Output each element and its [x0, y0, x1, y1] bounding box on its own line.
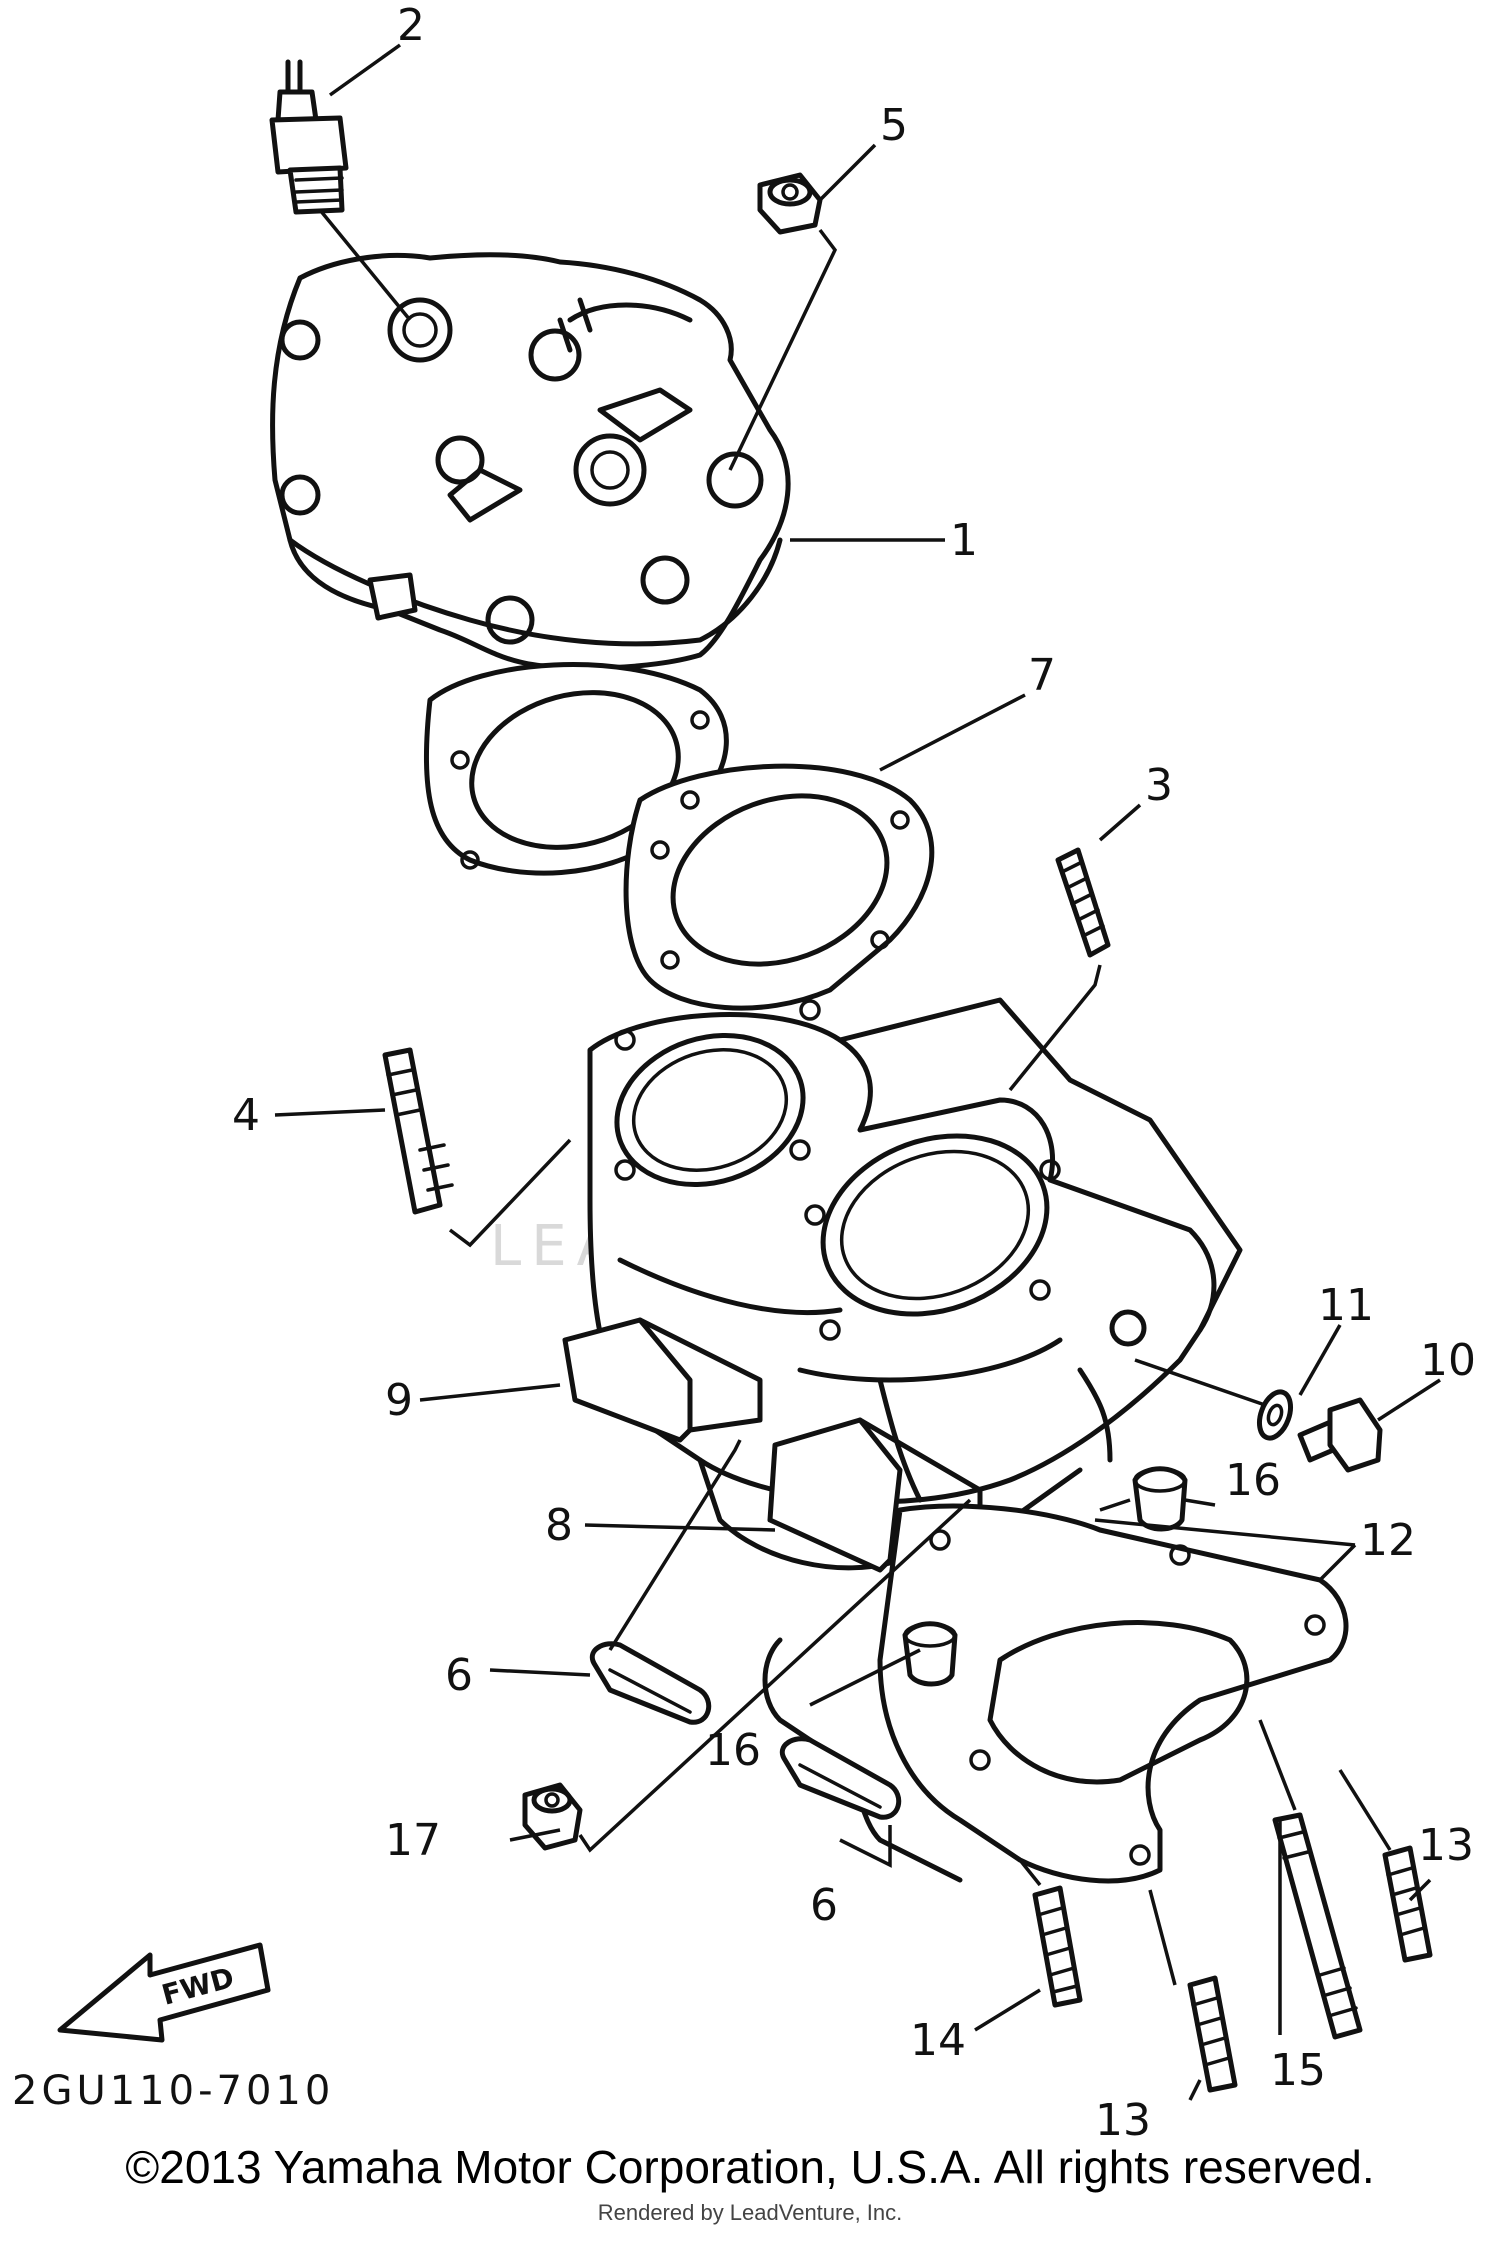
- callout-15: 15: [1270, 2045, 1326, 2096]
- callout-11: 11: [1318, 1280, 1374, 1331]
- callout-2: 2: [397, 0, 425, 51]
- cylinder-base-gasket: [877, 1503, 1349, 1884]
- cylinder-head: [270, 252, 791, 671]
- callout-12: 12: [1360, 1515, 1416, 1566]
- callout-17: 17: [385, 1815, 441, 1866]
- callout-5: 5: [880, 100, 908, 151]
- cylinder-head-gasket: [423, 662, 935, 1011]
- callout-6-upper: 6: [445, 1650, 473, 1701]
- callout-13-lower: 13: [1095, 2095, 1151, 2146]
- callout-16-upper: 16: [1225, 1455, 1281, 1506]
- spark-plug: [269, 59, 349, 215]
- callout-3: 3: [1145, 760, 1173, 811]
- dowel-pin-upper: [1132, 1466, 1188, 1532]
- callout-16-lower: 16: [705, 1725, 761, 1776]
- cylinder-block: [587, 997, 1243, 1571]
- callout-6-lower: 6: [810, 1880, 838, 1931]
- callout-numbers: 2 5 1 7 3 4 11 10 9 16 8 12 6 16 17 13 6…: [232, 0, 1476, 2146]
- callout-4: 4: [232, 1090, 260, 1141]
- stud-bolt-13-lower: [1187, 1975, 1238, 2093]
- cylinder-nut: [522, 1782, 583, 1851]
- port-plate-lower: [780, 1736, 902, 1820]
- stud-bolt-15: [1272, 1812, 1363, 2040]
- port-plate-upper: [590, 1641, 712, 1725]
- stud-bolt-13-right: [1382, 1845, 1433, 1963]
- callout-9: 9: [385, 1375, 413, 1426]
- leader-lines: [274, 43, 1441, 2101]
- dowel-pin-lower: [902, 1621, 958, 1687]
- stud-bolt-4: [382, 1047, 454, 1215]
- copyright-notice: ©2013 Yamaha Motor Corporation, U.S.A. A…: [125, 2141, 1375, 2193]
- callout-8: 8: [545, 1500, 573, 1551]
- callout-13-right: 13: [1418, 1820, 1474, 1871]
- stud-bolt-14: [1032, 1885, 1083, 2008]
- gasket-washer: [1256, 1389, 1294, 1441]
- cylinder-head-nut: [757, 172, 823, 235]
- diagram-reference-code: 2GU110-7010: [12, 2068, 335, 2114]
- bolt: [1297, 1397, 1383, 1473]
- stud-bolt-3: [1055, 847, 1111, 958]
- callout-7: 7: [1028, 650, 1056, 701]
- callout-1: 1: [950, 515, 978, 566]
- exhaust-port-joint-9: [562, 1317, 763, 1443]
- callout-10: 10: [1420, 1335, 1476, 1386]
- callout-14: 14: [910, 2015, 966, 2066]
- rendered-by-credit: Rendered by LeadVenture, Inc.: [597, 2200, 903, 2225]
- forward-direction-arrow: FWD: [57, 1942, 271, 2043]
